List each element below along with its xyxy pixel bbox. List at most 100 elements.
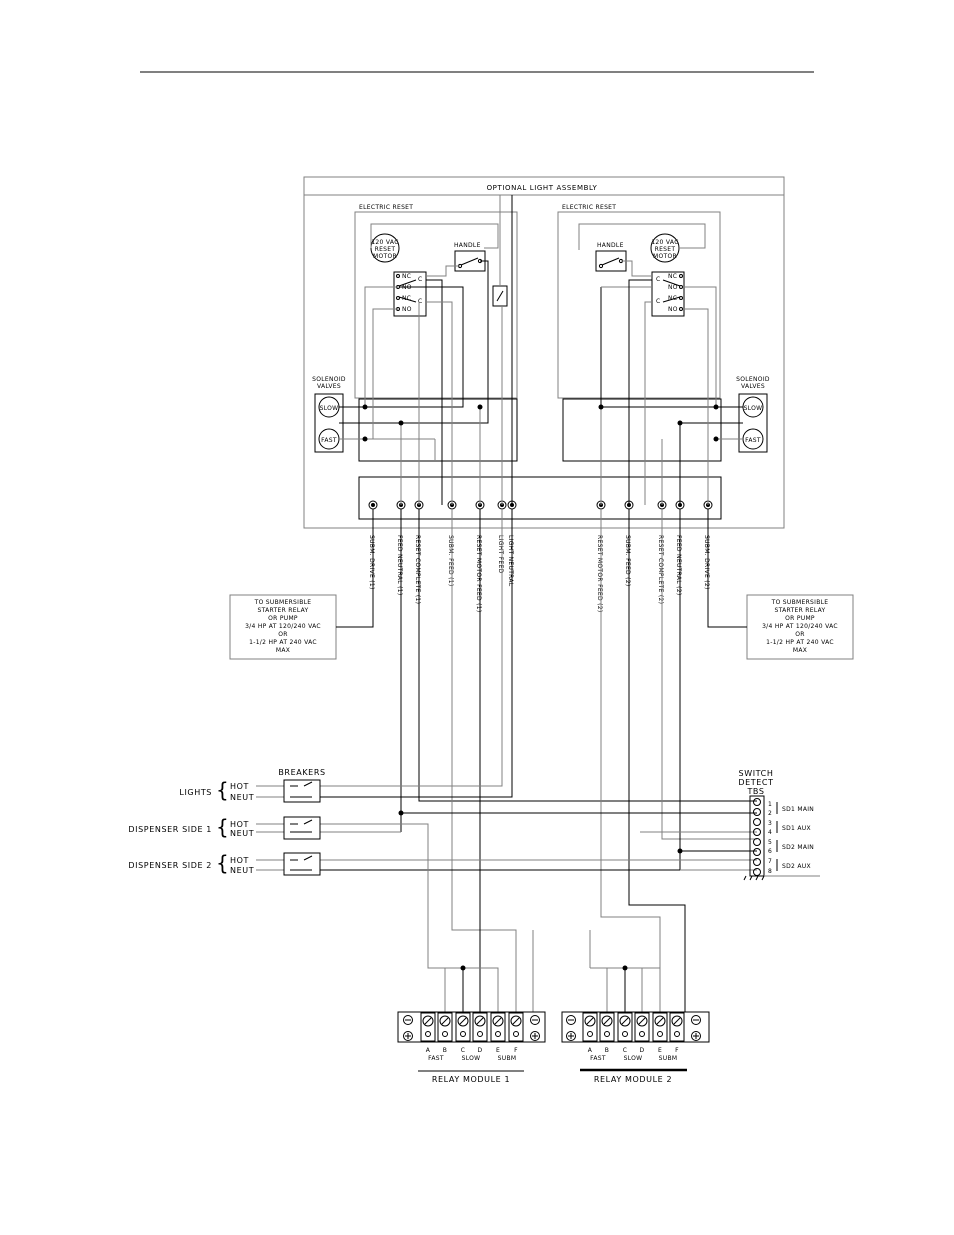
tbs-num-6: 6 [768,848,772,855]
submersible-note-left: TO SUBMERSIBLE STARTER RELAY OR PUMP 3/4… [229,594,337,660]
rm1-terminal-2 [437,1012,453,1042]
note-left-line4: 3/4 HP AT 120/240 VAC [245,623,321,630]
contact-left-nc1: NC [402,273,411,280]
motor-right-line1: 120 VAC [651,239,678,246]
side1-hot: HOT [230,820,249,829]
rm2-terminal-1 [582,1012,598,1042]
rm2-terminal-6 [669,1012,685,1042]
rm2-letter-d: D [640,1047,645,1054]
contact-right-no1: NO [668,284,678,291]
contact-left-nc2: NC [402,295,411,302]
motor-left-line1: 120 VAC [371,239,398,246]
light-assembly: OPTIONAL LIGHT ASSEMBLY ELECTRIC RESET 1… [303,176,785,529]
lights-hot: HOT [230,782,249,791]
note-left-line5: OR [278,631,288,638]
wire-label-reset-complete-2: RESET COMPLETE (2) [657,535,664,604]
internal-wiring-left [339,195,513,505]
note-left-line1: TO SUBMERSIBLE [254,599,312,606]
submersible-note-right: TO SUBMERSIBLE STARTER RELAY OR PUMP 3/4… [746,594,854,660]
solenoid-left-line1: SOLENOID [312,376,346,383]
note-left-line2: STARTER RELAY [257,607,308,614]
rm1-terminal-1 [420,1012,436,1042]
contact-right-nc1: NC [668,273,677,280]
rm1-label: RELAY MODULE 1 [432,1075,510,1084]
rm1-terminal-5 [490,1012,506,1042]
rm1-end-terminal-2 [530,1015,540,1041]
note-right-line5: OR [795,631,805,638]
note-right-line4: 3/4 HP AT 120/240 VAC [762,623,838,630]
rm1-letter-f: F [514,1047,518,1054]
rm1-group-subm: SUBM [498,1055,517,1062]
breakers-label: BREAKERS [278,768,325,777]
rm1-letter-b: B [443,1047,447,1054]
rm2-letter-c: C [623,1047,628,1054]
rm2-terminal-2 [599,1012,615,1042]
electric-reset-right: ELECTRIC RESET 120 VAC RESET MOTOR HANDL… [557,204,721,399]
assembly-terminals [368,500,713,510]
tbs-label-sd1-main: SD1 MAIN [782,806,814,813]
rm2-terminal-5 [652,1012,668,1042]
rm1-group-fast: FAST [428,1055,444,1062]
wire-label-reset-complete-1: RESET COMPLETE (1) [414,535,421,604]
rm1-letter-d: D [478,1047,483,1054]
tbs-num-8: 8 [768,868,772,875]
handle-left-label: HANDLE [454,242,481,249]
solenoid-left-fast: FAST [321,437,337,444]
motor-left-line3: MOTOR [373,253,397,260]
rm1-end-terminal-1 [403,1015,413,1041]
tbs-line3: TBS [746,787,764,796]
lights-neut: NEUT [230,793,254,802]
wire-label-light-feed: LIGHT FEED [497,535,504,574]
solenoid-valves-right: SOLENOID VALVES SLOW FAST [736,376,770,453]
solenoid-right-slow: SLOW [744,405,763,412]
rm2-letter-f: F [675,1047,679,1054]
tbs-label-sd2-main: SD2 MAIN [782,844,814,851]
side1-neut: NEUT [230,829,254,838]
wire-labels-right: RESET MOTOR FEED (2) SUBM. FEED (2) RESE… [596,535,710,613]
wire-label-subm-feed-2: SUBM. FEED (2) [624,535,631,587]
solenoid-left-slow: SLOW [320,405,339,412]
motor-left-line2: RESET [375,246,396,253]
contact-right-nc2: NC [668,295,677,302]
motor-right-line2: RESET [655,246,676,253]
breakers: BREAKERS [278,768,325,876]
rm2-terminal-3 [617,1012,633,1042]
switch-detect-tbs: SWITCH DETECT TBS 1 2 3 4 5 6 7 8 SD1 MA… [738,769,820,881]
rm1-letter-c: C [461,1047,466,1054]
power-sources: LIGHTS DISPENSER SIDE 1 DISPENSER SIDE 2… [128,778,284,875]
tbs-label-sd1-aux: SD1 AUX [782,825,811,832]
side2-hot: HOT [230,856,249,865]
brace-lights: { [216,778,229,802]
tbs-line1: SWITCH [739,769,774,778]
note-right-line2: STARTER RELAY [774,607,825,614]
handle-right-label: HANDLE [597,242,624,249]
rm2-group-slow: SLOW [624,1055,643,1062]
source-dispenser-side-1: DISPENSER SIDE 1 [128,825,212,834]
brace-side-2: { [216,851,229,875]
wire-label-reset-motor-feed-2: RESET MOTOR FEED (2) [596,535,603,613]
note-left-line3: OR PUMP [268,615,298,622]
rm2-letter-a: A [588,1047,593,1054]
electric-reset-left-label: ELECTRIC RESET [359,204,413,211]
source-lights: LIGHTS [179,788,212,797]
rm2-group-subm: SUBM [659,1055,678,1062]
rm1-letter-a: A [426,1047,431,1054]
rm2-end-terminal-2 [691,1015,701,1041]
solenoid-right-line2: VALVES [741,383,765,390]
tbs-num-2: 2 [768,810,772,817]
tbs-num-3: 3 [768,820,772,827]
tbs-line2: DETECT [738,778,773,787]
note-right-line3: OR PUMP [785,615,815,622]
external-wiring [320,509,757,1012]
wire-label-reset-motor-feed-1: RESET MOTOR FEED (1) [475,535,482,613]
motor-right-line3: MOTOR [653,253,677,260]
solenoid-left-line2: VALVES [317,383,341,390]
note-right-line7: MAX [793,647,807,654]
tbs-label-sd2-aux: SD2 AUX [782,863,811,870]
wire-label-subm-drive-2: SUBM. DRIVE (2) [703,535,710,590]
tbs-num-7: 7 [768,858,772,865]
rm1-terminal-4 [472,1012,488,1042]
rm2-letter-b: B [605,1047,609,1054]
rm1-terminal-3 [455,1012,471,1042]
